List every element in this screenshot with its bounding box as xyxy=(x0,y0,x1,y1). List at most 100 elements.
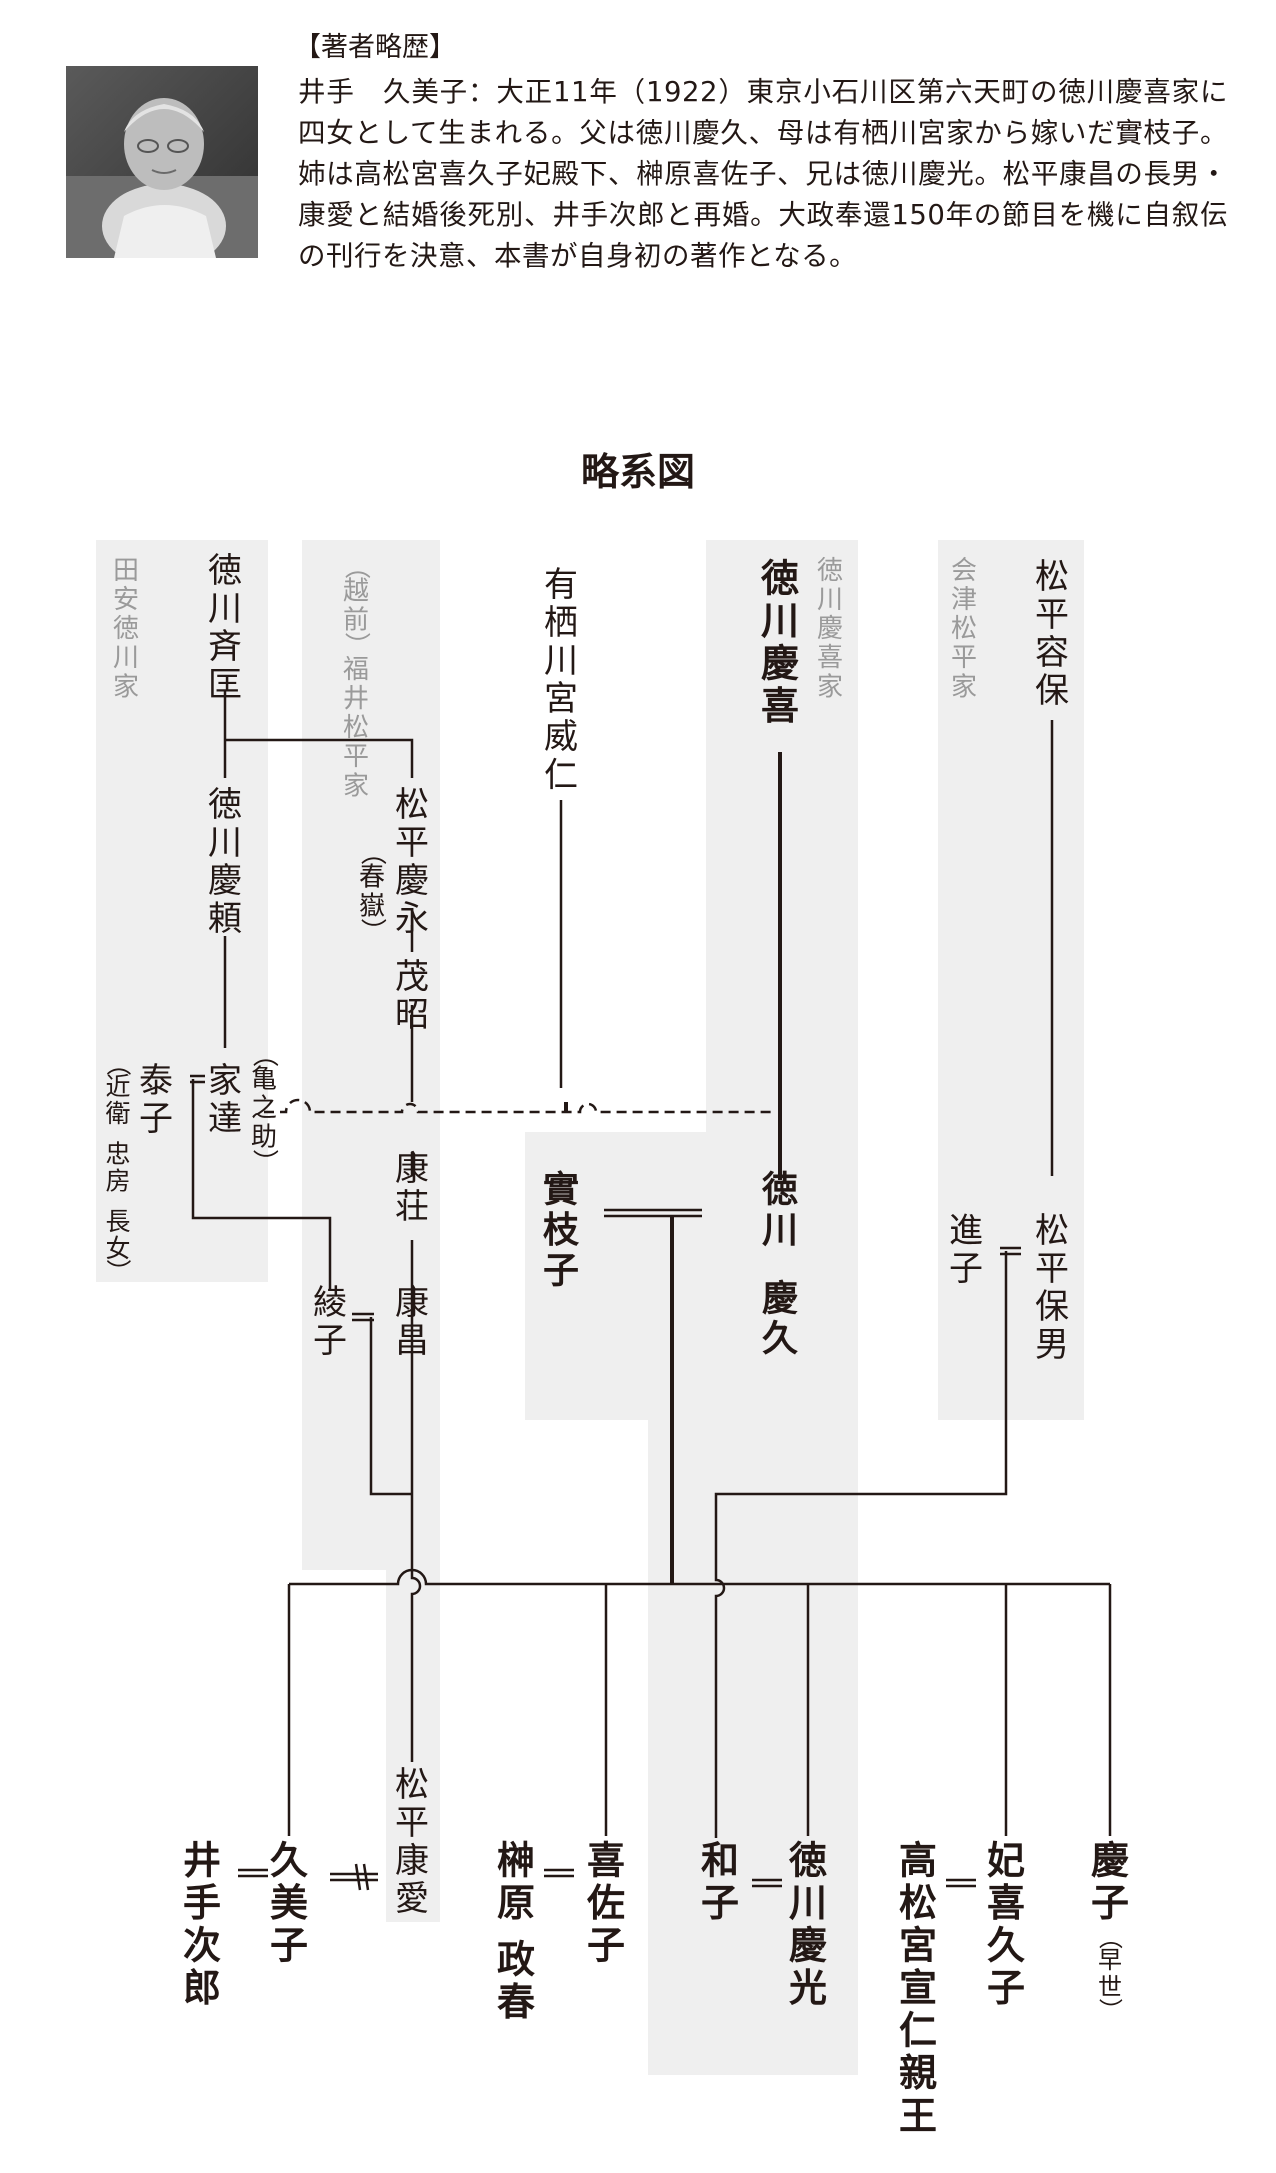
svg-text:川: 川 xyxy=(208,589,242,629)
band-keiki xyxy=(525,540,858,2075)
svg-text:慶: 慶 xyxy=(789,1924,827,1968)
person-yasutaka: 康荘 xyxy=(395,1149,429,1227)
svg-text:（: （ xyxy=(1096,1925,1124,1949)
svg-text:）: ） xyxy=(104,1259,133,1284)
tree-lines xyxy=(190,690,1112,1891)
svg-text:仁: 仁 xyxy=(899,2009,937,2053)
person-ayako: 綾子 xyxy=(313,1283,347,1361)
svg-text:久: 久 xyxy=(270,1838,308,1882)
svg-text:平: 平 xyxy=(395,823,429,863)
svg-text:亀: 亀 xyxy=(251,1064,277,1094)
svg-text:康: 康 xyxy=(395,1841,429,1881)
svg-text:平: 平 xyxy=(1035,1249,1069,1289)
svg-text:井: 井 xyxy=(343,684,369,714)
svg-text:慶: 慶 xyxy=(1091,1838,1129,1882)
svg-text:綾: 綾 xyxy=(313,1283,347,1323)
person-kumiko: 久美子 xyxy=(270,1838,308,1967)
svg-text:川: 川 xyxy=(544,641,578,681)
svg-text:井: 井 xyxy=(183,1838,221,1882)
svg-text:王: 王 xyxy=(899,2094,937,2138)
person-yoshinaga-note: （春嶽） xyxy=(357,839,387,944)
svg-text:康: 康 xyxy=(395,1149,429,1189)
svg-text:佐: 佐 xyxy=(586,1881,625,1925)
svg-text:徳: 徳 xyxy=(788,1838,827,1882)
svg-text:子: 子 xyxy=(270,1924,308,1968)
svg-text:子: 子 xyxy=(543,1250,579,1291)
svg-text:松: 松 xyxy=(343,713,369,743)
svg-text:美: 美 xyxy=(270,1881,308,1925)
person-yoshihisa: 徳川慶久 xyxy=(761,1170,798,1360)
svg-text:松: 松 xyxy=(1035,557,1069,597)
svg-text:家: 家 xyxy=(343,771,369,801)
svg-text:男: 男 xyxy=(1035,1325,1069,1365)
svg-text:子: 子 xyxy=(587,1924,625,1968)
person-iesato: 家達 xyxy=(208,1061,242,1139)
svg-text:保: 保 xyxy=(1035,1287,1069,1327)
svg-text:茂: 茂 xyxy=(395,957,429,997)
svg-text:松: 松 xyxy=(1035,1211,1069,1251)
svg-text:親: 親 xyxy=(899,2051,937,2095)
person-yukiko: 進子 xyxy=(949,1211,983,1289)
svg-text:喜: 喜 xyxy=(817,643,843,673)
svg-text:家: 家 xyxy=(113,672,139,702)
svg-text:榊: 榊 xyxy=(497,1838,535,1882)
svg-text:進: 進 xyxy=(949,1211,983,1251)
person-yoshinobu: 徳川慶喜 xyxy=(760,556,799,728)
svg-text:有: 有 xyxy=(544,565,578,605)
svg-text:之: 之 xyxy=(251,1093,277,1123)
svg-text:松: 松 xyxy=(951,614,977,644)
svg-text:近: 近 xyxy=(105,1072,130,1101)
svg-text:枝: 枝 xyxy=(543,1210,580,1251)
svg-text:次: 次 xyxy=(183,1924,221,1968)
svg-text:郎: 郎 xyxy=(183,1966,221,2010)
svg-text:達: 達 xyxy=(208,1099,242,1139)
svg-text:高: 高 xyxy=(899,1838,937,1882)
svg-text:喜: 喜 xyxy=(761,684,799,728)
svg-text:（: （ xyxy=(357,839,387,865)
svg-text:川: 川 xyxy=(113,643,139,673)
svg-text:越: 越 xyxy=(343,576,369,606)
person-kazuko: 和子 xyxy=(701,1838,739,1925)
svg-text:久: 久 xyxy=(762,1319,798,1360)
svg-text:房: 房 xyxy=(105,1166,130,1195)
svg-text:家: 家 xyxy=(951,672,977,702)
svg-text:實: 實 xyxy=(543,1169,579,1211)
svg-text:家: 家 xyxy=(817,672,843,702)
svg-text:久: 久 xyxy=(987,1924,1025,1968)
svg-text:川: 川 xyxy=(789,1881,827,1925)
svg-text:慶: 慶 xyxy=(208,861,242,901)
svg-text:原: 原 xyxy=(497,1881,535,1925)
svg-text:宣: 宣 xyxy=(899,1966,937,2010)
svg-text:宮: 宮 xyxy=(899,1924,937,1968)
bio-heading: 【著者略歴】 xyxy=(294,32,456,63)
person-yoshiko-note: （早世） xyxy=(1096,1925,1124,2022)
svg-text:威: 威 xyxy=(544,717,578,757)
svg-text:頼: 頼 xyxy=(208,899,242,939)
svg-text:徳: 徳 xyxy=(817,556,843,586)
svg-text:（: （ xyxy=(249,1041,279,1067)
svg-text:慶: 慶 xyxy=(817,614,843,644)
svg-text:永: 永 xyxy=(395,899,429,939)
svg-text:春: 春 xyxy=(497,1980,535,2024)
svg-text:妃: 妃 xyxy=(987,1838,1025,1882)
svg-text:保: 保 xyxy=(1035,671,1069,711)
person-yasumasa: 康昌 xyxy=(395,1283,429,1361)
svg-text:愛: 愛 xyxy=(395,1879,429,1919)
svg-text:）: ） xyxy=(249,1149,279,1175)
person-yasuko: 泰子 xyxy=(139,1061,173,1139)
svg-text:徳: 徳 xyxy=(761,1170,798,1211)
svg-text:昭: 昭 xyxy=(395,995,429,1035)
svg-text:徳: 徳 xyxy=(208,785,242,825)
svg-text:徳: 徳 xyxy=(760,556,799,600)
person-ide-jiro: 井手次郎 xyxy=(183,1838,221,2010)
svg-text:和: 和 xyxy=(701,1838,739,1882)
band-tayasu xyxy=(96,540,268,1282)
svg-text:泰: 泰 xyxy=(139,1061,173,1101)
svg-text:手: 手 xyxy=(183,1881,221,1925)
svg-text:忠: 忠 xyxy=(105,1139,130,1168)
